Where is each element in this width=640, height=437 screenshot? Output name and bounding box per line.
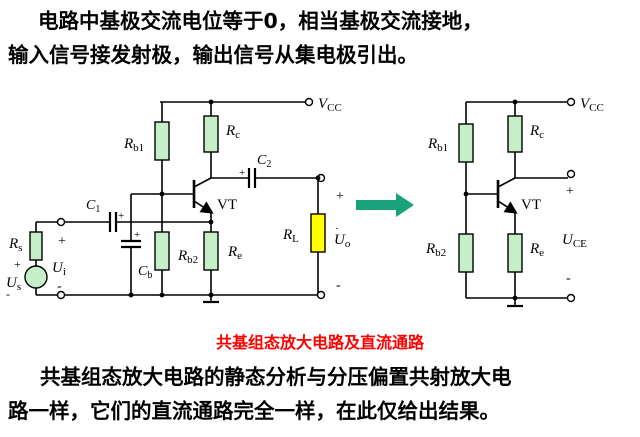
c1-label: C1	[86, 198, 100, 215]
vt-label: VT	[217, 197, 237, 213]
rl-label: RL	[282, 227, 299, 245]
intro-line-1: 电路中基极交流电位等于0，相当基极交流接地，	[38, 9, 483, 33]
figure-caption: 共基组态放大电路及直流通路	[215, 333, 424, 352]
uo-dot: ·	[335, 223, 339, 235]
dc-vt-label: VT	[521, 197, 541, 213]
dc-uce-minus-sign: -	[566, 271, 571, 286]
dc-vcc-terminal	[566, 97, 576, 107]
c1-plus-sign: +	[118, 210, 124, 222]
re-label: Re	[227, 244, 242, 262]
uo-plus-sign: +	[336, 189, 344, 204]
rc-label: Rc	[225, 123, 240, 141]
c2-label: C2	[257, 153, 271, 170]
uce-label: UCE	[562, 232, 587, 250]
rb2-label: Rb2	[177, 248, 198, 266]
dc-rc-label: Rc	[529, 123, 544, 141]
circuit-diagram: VCC Rb1 Rc VT + C2 + RL Uo ·	[6, 96, 604, 308]
conversion-arrow-icon	[356, 193, 414, 217]
output-terminal-bottom	[316, 290, 326, 300]
ui-minus-sign: -	[57, 279, 62, 294]
vcc-label: VCC	[318, 96, 342, 114]
ui-plus-sign: +	[58, 234, 66, 249]
dc-rb1-label: Rb1	[427, 136, 448, 154]
ui-label: Ui	[52, 260, 66, 278]
resistor-rc	[203, 115, 219, 153]
dc-resistor-rb1	[458, 123, 474, 163]
dc-re-label: Re	[529, 241, 544, 259]
dc-ground-terminal	[566, 293, 576, 303]
dc-resistor-re	[507, 233, 523, 273]
dc-resistor-rb2	[458, 233, 474, 273]
resistor-re	[203, 231, 219, 271]
rs-label: Rs	[8, 236, 22, 254]
uo-label: Uo	[334, 232, 351, 250]
rb1-label: Rb1	[123, 136, 144, 154]
us-plus-sign: +	[14, 257, 21, 271]
input-terminal-bottom	[56, 290, 66, 300]
resistor-rb2	[154, 231, 170, 271]
resistor-rb1	[154, 121, 170, 161]
dc-rb2-label: Rb2	[425, 241, 446, 259]
us-label: Us	[6, 275, 21, 293]
c2-plus-sign: +	[239, 167, 245, 179]
cb-label: Cb	[138, 264, 152, 281]
dc-uce-plus-sign: +	[566, 184, 574, 199]
common-base-amplifier-circuit: VCC Rb1 Rc VT + C2 + RL Uo ·	[6, 96, 351, 304]
conclusion-line-2: 路一样，它们的直流通路完全一样，在此仅给出结果。	[8, 399, 500, 423]
uo-minus-sign: -	[336, 278, 341, 293]
cb-plus-sign: +	[134, 229, 140, 241]
dc-equivalent-circuit: VCC Rb1 Rc VT + UCE - Rb2 Re	[425, 96, 604, 308]
conclusion-line-1: 共基组态放大电路的静态分析与分压偏置共射放大电	[40, 365, 512, 389]
input-terminal-top	[56, 217, 66, 227]
dc-vcc-label: VCC	[580, 96, 604, 114]
resistor-rl	[310, 213, 326, 253]
dc-collector-terminal	[566, 169, 576, 179]
dc-resistor-rc	[507, 115, 523, 153]
signal-source	[24, 265, 48, 289]
us-minus-sign: -	[6, 287, 10, 301]
resistor-rs	[29, 231, 43, 261]
intro-line-2: 输入信号接发射极，输出信号从集电极引出。	[8, 43, 418, 67]
vcc-terminal	[304, 97, 314, 107]
